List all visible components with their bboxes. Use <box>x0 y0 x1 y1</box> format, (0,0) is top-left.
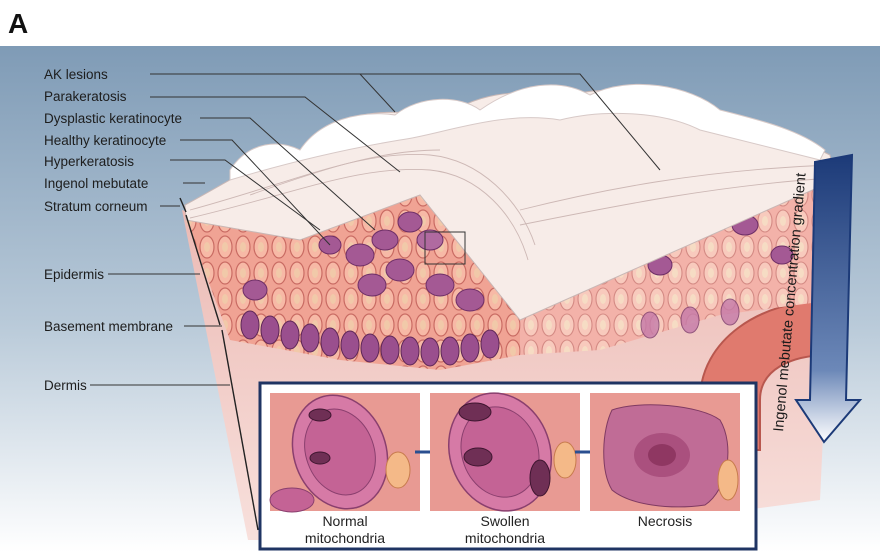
panel-normal <box>270 382 420 522</box>
panel-swollen <box>430 379 580 526</box>
label-stratum-corneum: Stratum corneum <box>44 199 148 214</box>
mitochondria-inset: Normal mitochondria Swollen mitochondria… <box>260 379 756 549</box>
panel-necrosis <box>590 393 740 511</box>
caption-normal-line1: Normal <box>322 513 367 529</box>
caption-normal-line2: mitochondria <box>305 530 385 546</box>
label-hyperkeratosis: Hyperkeratosis <box>44 154 134 169</box>
label-basement-membrane: Basement membrane <box>44 319 173 334</box>
label-dermis: Dermis <box>44 378 87 393</box>
caption-swollen-line1: Swollen <box>480 513 529 529</box>
label-ingenol-mebutate: Ingenol mebutate <box>44 176 148 191</box>
label-healthy-keratinocyte: Healthy keratinocyte <box>44 133 166 148</box>
label-parakeratosis: Parakeratosis <box>44 89 127 104</box>
caption-necrosis-line1: Necrosis <box>638 513 692 529</box>
caption-swollen-line2: mitochondria <box>465 530 545 546</box>
label-ak-lesions: AK lesions <box>44 67 108 82</box>
label-dysplastic-keratinocyte: Dysplastic keratinocyte <box>44 111 182 126</box>
label-epidermis: Epidermis <box>44 267 104 282</box>
